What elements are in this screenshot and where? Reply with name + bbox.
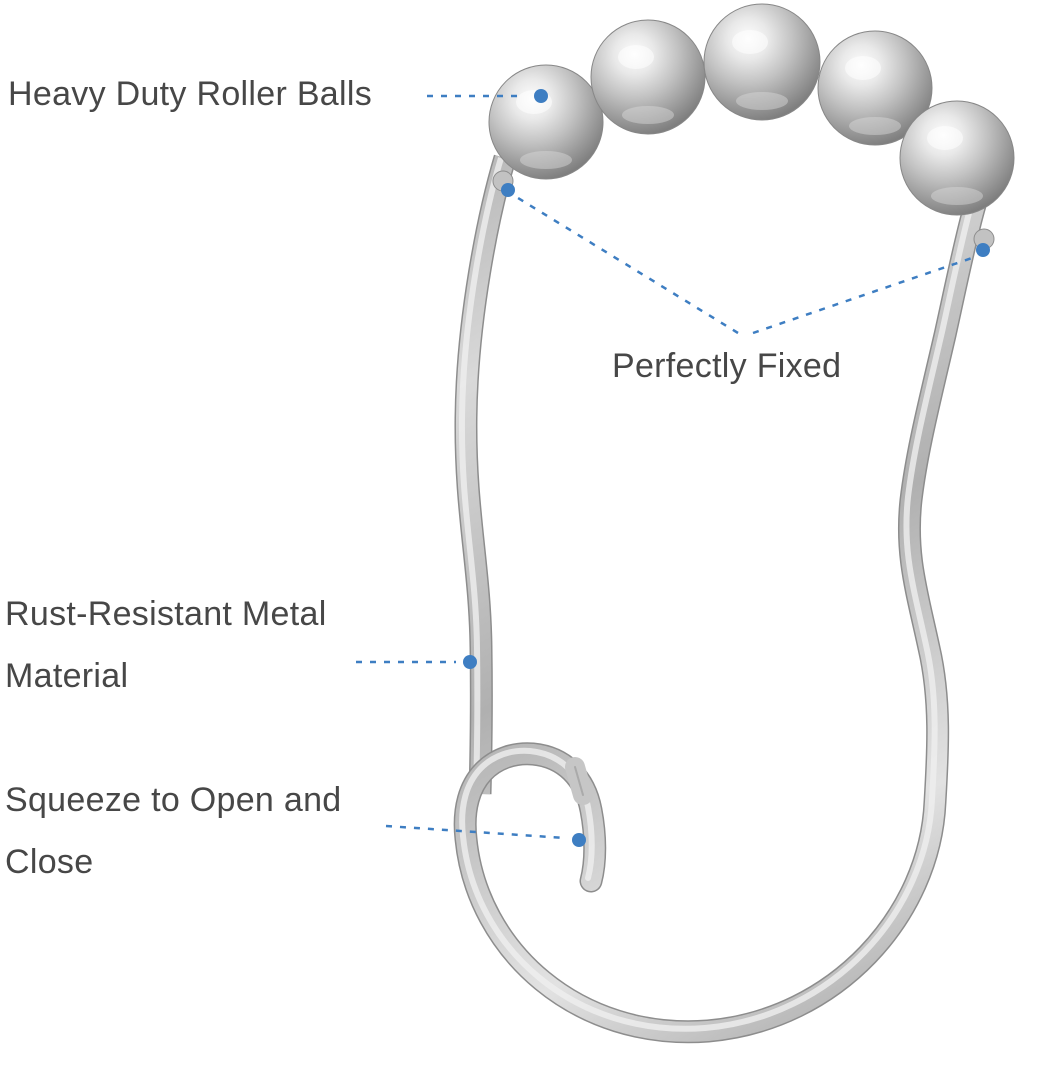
hook-wire [453, 154, 995, 1044]
roller-ball [590, 19, 706, 135]
label-perfectly-fixed: Perfectly Fixed [612, 347, 842, 385]
roller-ball [817, 30, 933, 146]
label-squeeze-line1: Squeeze to Open and [5, 781, 342, 819]
roller-ball [703, 3, 821, 121]
hook-tip-tab-edge [574, 766, 584, 796]
roller-balls [488, 3, 1015, 216]
hook-loop-wire-highlight [459, 199, 975, 1032]
leader-line-perfectly-fixed-left [517, 196, 739, 335]
leader-dot-roller-balls [534, 89, 548, 103]
leader-line-perfectly-fixed-right [752, 256, 973, 335]
leader-dot-perfectly-fixed-left [501, 183, 515, 197]
leader-dot-rust-resistant [463, 655, 477, 669]
leader-dot-squeeze [572, 833, 586, 847]
roller-ball [899, 100, 1015, 216]
label-squeeze-line2: Close [5, 843, 94, 881]
leader-lines [356, 89, 990, 847]
roller-ball [488, 64, 604, 180]
hook-left-wire-highlight [458, 157, 504, 795]
label-roller-balls: Heavy Duty Roller Balls [8, 75, 373, 113]
hook-left-wire [455, 155, 515, 795]
leader-line-squeeze [385, 824, 566, 840]
label-rust-resistant-line1: Rust-Resistant Metal [5, 595, 327, 633]
label-rust-resistant-line2: Material [5, 657, 129, 695]
leader-dot-perfectly-fixed-right [976, 243, 990, 257]
